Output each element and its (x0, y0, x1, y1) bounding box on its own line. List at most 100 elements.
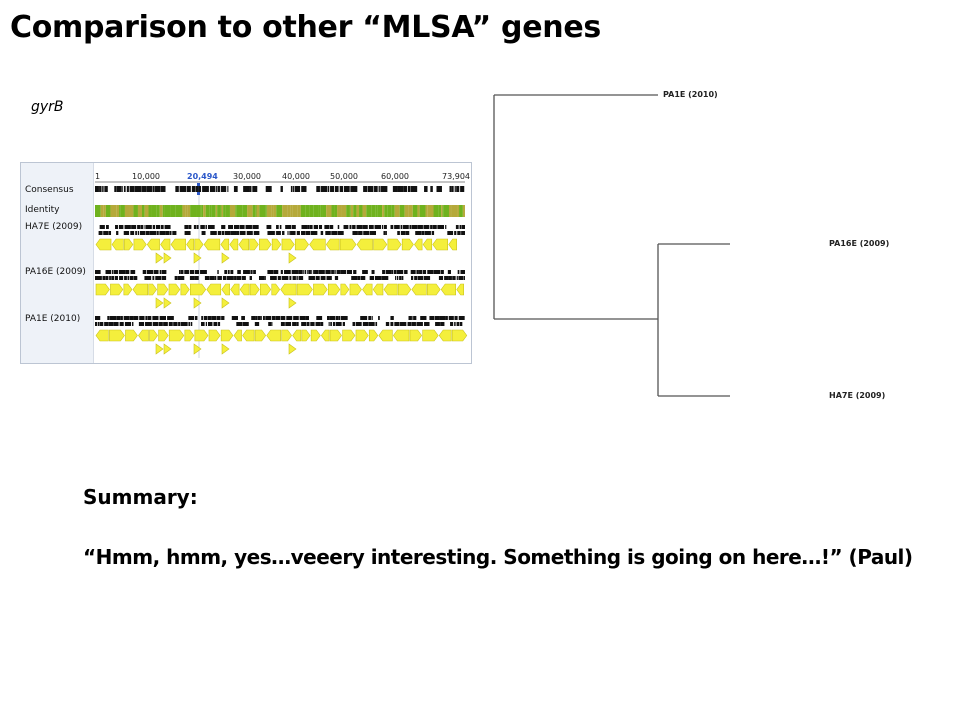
sequence-bar (107, 316, 110, 320)
sequence-bar (448, 276, 452, 280)
gene-feature (409, 329, 423, 342)
sequence-bar (276, 225, 279, 229)
identity-bar (259, 205, 266, 217)
consensus-bar (126, 186, 129, 192)
alignment-tracks (95, 181, 468, 358)
sequence-bar (160, 225, 164, 229)
consensus-bar (95, 186, 99, 192)
tree-leaf-label: HA7E (2009) (829, 391, 886, 400)
gene-feature (220, 329, 234, 342)
consensus-bar (392, 186, 398, 192)
sequence-bar (301, 225, 308, 229)
sequence-bar (445, 316, 448, 320)
sequence-bar (254, 322, 260, 326)
sequence-bar (302, 270, 304, 274)
sequence-bar (325, 270, 331, 274)
sequence-bar (313, 225, 319, 229)
consensus-bar (121, 186, 123, 192)
consensus-bar (146, 186, 153, 192)
identity-bar (110, 205, 117, 217)
sequence-bar (127, 276, 130, 280)
sequence-bar (460, 270, 465, 274)
sequence-bar (394, 225, 400, 229)
sequence-bar (221, 231, 225, 235)
identity-bar (419, 205, 426, 217)
identity-bar (322, 205, 327, 217)
gene-feature (320, 329, 330, 342)
sequence-bar (159, 270, 162, 274)
consensus-bar (154, 186, 161, 192)
identity-bar (337, 205, 342, 217)
sequence-bar (340, 316, 348, 320)
identity-bar (252, 205, 256, 217)
identity-bar (459, 205, 463, 217)
sequence-bar (274, 231, 276, 235)
sequence-bar (369, 276, 375, 280)
gene-feature (132, 283, 148, 296)
sequence-bar (163, 322, 168, 326)
sequence-bar (145, 316, 148, 320)
gene-feature (239, 283, 250, 296)
sequence-bar (385, 270, 392, 274)
gene-feature (186, 238, 195, 251)
sequence-bar (429, 316, 434, 320)
sequence-bar (284, 270, 291, 274)
sequence-bar (124, 225, 131, 229)
gene-feature (168, 283, 181, 296)
identity-bar (247, 205, 253, 217)
sequence-bar (292, 322, 297, 326)
sequence-bar (342, 322, 345, 326)
sequence-bar (258, 276, 265, 280)
sequence-bar (390, 225, 394, 229)
sequence-bar (403, 225, 409, 229)
sequence-bar (95, 322, 98, 326)
gene-feature (355, 329, 369, 342)
sequence-bar (137, 231, 140, 235)
gene-feature (221, 343, 230, 355)
sequence-bar (241, 316, 245, 320)
consensus-bar (123, 186, 126, 192)
consensus-bar (175, 186, 179, 192)
sequence-bar (419, 270, 423, 274)
sequence-bar (287, 231, 289, 235)
identity-bar (256, 205, 260, 217)
consensus-bar (456, 186, 460, 192)
gene-feature (109, 329, 125, 342)
identity-bar (273, 205, 277, 217)
identity-bar (384, 205, 388, 217)
sequence-bar (230, 270, 234, 274)
identity-bar (334, 205, 338, 217)
sequence-bar (237, 270, 241, 274)
ruler-tick: 30,000 (233, 172, 261, 181)
sequence-bar (277, 276, 281, 280)
sequence-bar (461, 225, 465, 229)
consensus-bar (265, 186, 272, 192)
sequence-bar (411, 322, 416, 326)
sequence-bar (305, 231, 311, 235)
consensus-bar (114, 186, 117, 192)
sequence-bar (363, 231, 370, 235)
sequence-bar (103, 231, 109, 235)
sequence-bar (282, 231, 285, 235)
sequence-bar (190, 322, 193, 326)
ruler-tick: 60,000 (381, 172, 409, 181)
identity-bar (100, 205, 104, 217)
sequence-bar (188, 225, 192, 229)
sequence-bar (424, 322, 430, 326)
sequence-bar (99, 322, 104, 326)
sequence-bar (193, 225, 197, 229)
sequence-bar (310, 322, 315, 326)
identity-bar (442, 205, 444, 217)
identity-bar (105, 205, 111, 217)
identity-bar (120, 205, 125, 217)
gene-feature (292, 329, 302, 342)
identity-bar (282, 205, 288, 217)
sequence-bar (394, 322, 400, 326)
sequence-bar (204, 276, 210, 280)
sequence-bar (286, 316, 293, 320)
gene-feature (280, 283, 297, 296)
sequence-bar (196, 225, 199, 229)
identity-bar (119, 205, 121, 217)
sequence-bar (239, 225, 245, 229)
gene-feature (194, 329, 209, 342)
